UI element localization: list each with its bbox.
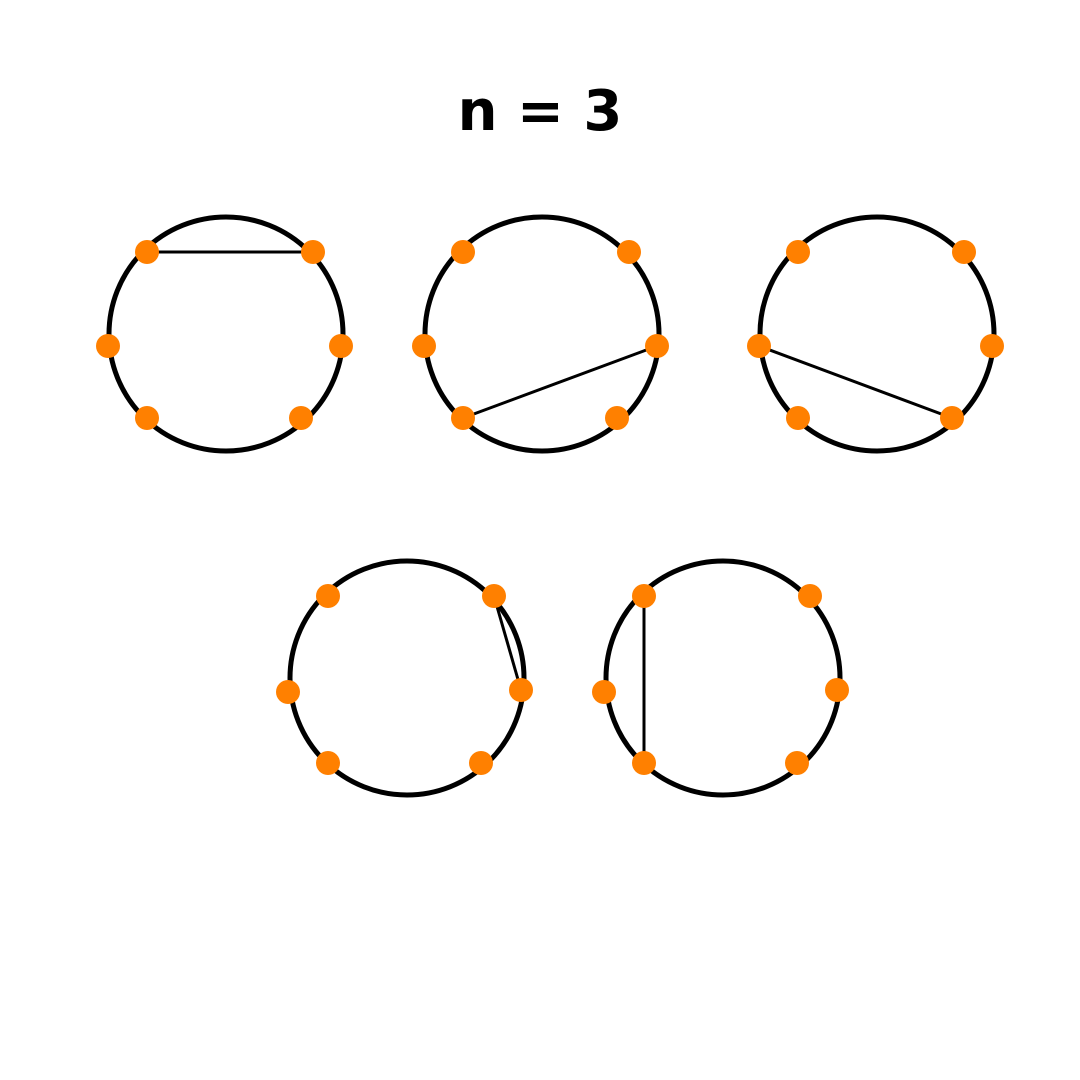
point-6 [605,406,629,430]
point-5 [786,406,810,430]
point-5 [451,406,475,430]
point-3 [747,334,771,358]
chord [492,595,523,691]
chord [758,344,953,420]
point-6 [785,751,809,775]
point-1 [316,584,340,608]
point-4 [645,334,669,358]
point-5 [316,751,340,775]
point-2 [482,584,506,608]
diagram-2 [412,214,669,454]
point-5 [632,751,656,775]
point-6 [289,406,313,430]
point-4 [825,678,849,702]
circle [603,558,843,798]
point-5 [135,406,159,430]
page-title: n = 3 [457,79,623,144]
point-6 [469,751,493,775]
point-2 [952,240,976,264]
circle [106,214,346,454]
point-3 [276,680,300,704]
diagram-3 [747,214,1004,454]
point-3 [412,334,436,358]
circle [757,214,997,454]
point-1 [135,240,159,264]
diagram-5 [592,558,849,798]
point-4 [329,334,353,358]
point-2 [617,240,641,264]
circle [422,214,662,454]
diagram-1 [96,214,353,454]
diagram-4 [276,558,533,798]
chord [462,344,658,420]
point-3 [96,334,120,358]
point-3 [592,680,616,704]
point-6 [940,406,964,430]
point-2 [798,584,822,608]
point-1 [786,240,810,264]
point-1 [632,584,656,608]
point-1 [451,240,475,264]
circle [287,558,527,798]
point-2 [301,240,325,264]
point-4 [509,678,533,702]
point-4 [980,334,1004,358]
